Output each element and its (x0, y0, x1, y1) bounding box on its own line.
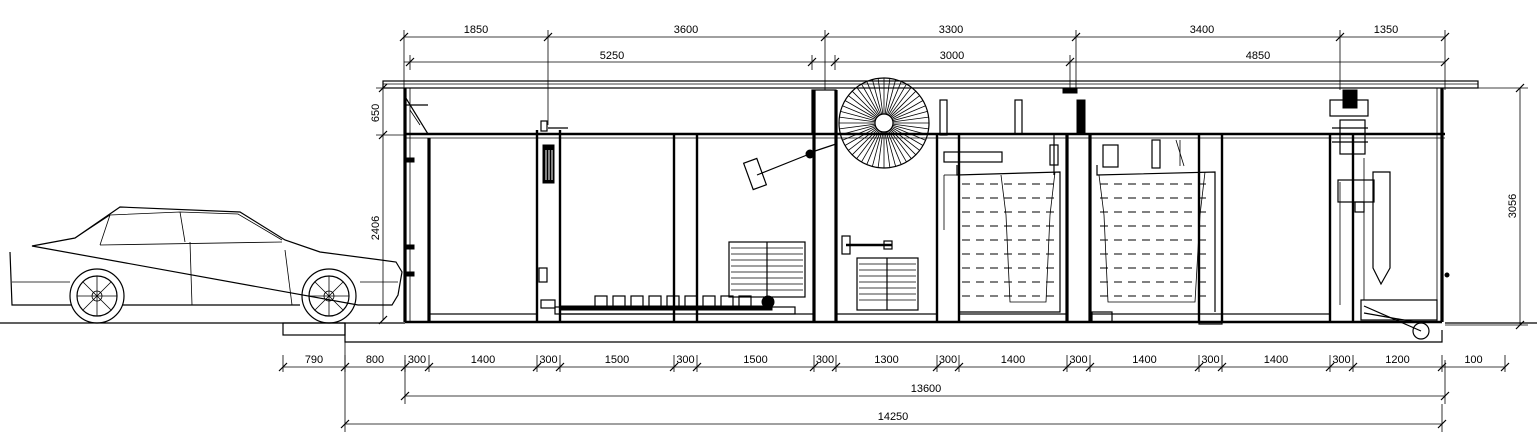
dim-left-650: 650 (370, 104, 382, 122)
dim-bottom-segment: 1300 (874, 354, 898, 366)
dim-bottom-segment: 100 (1464, 354, 1482, 366)
dim-bottom-segment: 1400 (471, 354, 495, 366)
dim-bottom-segment: 1500 (743, 354, 767, 366)
dim-left-2406: 2406 (370, 216, 382, 240)
dim-right-3056: 3056 (1507, 194, 1519, 218)
car-outline (9, 206, 403, 324)
dim-bottom-segment: 300 (408, 354, 426, 366)
dim-bottom-total-14250: 14250 (878, 411, 909, 423)
dim-bottom-segment: 1400 (1264, 354, 1288, 366)
dim-top-3600: 3600 (674, 24, 698, 36)
dim-bottom-segment: 300 (539, 354, 557, 366)
dim-bottom-segment: 300 (939, 354, 957, 366)
dim-bottom-segment: 300 (1332, 354, 1350, 366)
dim-bottom-segment: 800 (366, 354, 384, 366)
dim-bottom-segment: 300 (1201, 354, 1219, 366)
louver-panel-2 (841, 235, 919, 311)
wash-tank-2 (1062, 87, 1216, 323)
pre-wash-arch (538, 120, 568, 309)
dim-bottom-segment: 1200 (1385, 354, 1409, 366)
bottom-dimension-lines: 790 800 300 1400 300 1500 300 1500 300 1300 300 140… (278, 342, 1510, 432)
building-frame (382, 80, 1479, 325)
dim-bottom-segment: 1400 (1132, 354, 1156, 366)
dim-top-1350: 1350 (1374, 24, 1398, 36)
dim-top-3300: 3300 (939, 24, 963, 36)
dim-bottom-segment: 1400 (1001, 354, 1025, 366)
entrance-arm (403, 94, 429, 277)
dim-bottom-segment: 790 (305, 354, 323, 366)
dim-top-1850: 1850 (464, 24, 488, 36)
top-dimension-lines: 1850 3600 3300 3400 1350 5250 3000 4850 (399, 24, 1450, 135)
dim-top-5250: 5250 (600, 50, 624, 62)
dim-top-3400: 3400 (1190, 24, 1214, 36)
louver-panel-1 (728, 241, 806, 298)
dim-bottom-segment: 300 (816, 354, 834, 366)
dim-top-3000: 3000 (940, 50, 964, 62)
dim-top-4850: 4850 (1246, 50, 1270, 62)
dim-bottom-segment: 1500 (605, 354, 629, 366)
side-brush (742, 149, 815, 191)
ground-line (0, 320, 1537, 343)
top-brush (811, 77, 948, 169)
wash-tank-1 (943, 99, 1061, 313)
conveyor (554, 295, 796, 315)
dim-bottom-segment: 300 (1069, 354, 1087, 366)
dryer-fan (1329, 89, 1450, 340)
dim-bottom-segment: 300 (676, 354, 694, 366)
dim-bottom-total-13600: 13600 (911, 383, 942, 395)
